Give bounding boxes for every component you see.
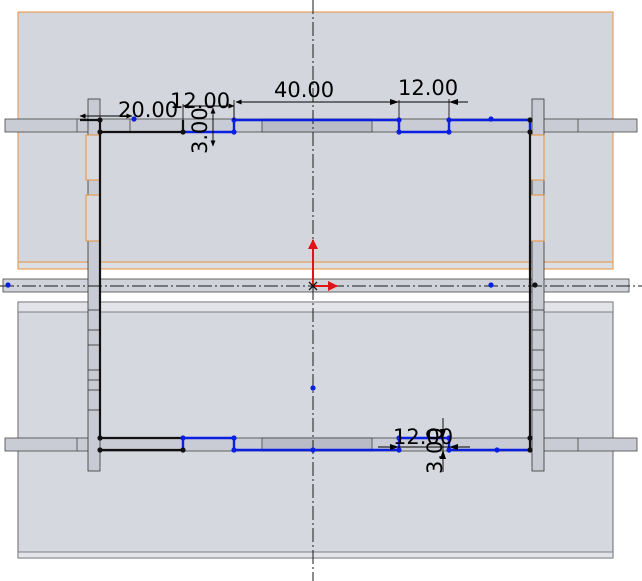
dimension-top-left-slot-width-text[interactable]: 12.00 bbox=[170, 89, 230, 113]
upper-panel-face[interactable] bbox=[17, 11, 614, 270]
dimension-bottom-right-slot-depth-text[interactable]: 3.00 bbox=[423, 427, 447, 474]
lower-panel-top-strip bbox=[17, 301, 614, 313]
bottom-rail[interactable] bbox=[4, 437, 638, 452]
lower-panel-face[interactable] bbox=[17, 301, 614, 559]
top-rail[interactable] bbox=[4, 118, 638, 133]
dimension-top-slot-spacing-text[interactable]: 40.00 bbox=[274, 78, 334, 102]
dimension-bottom-right-slot-depth[interactable]: 3.00 bbox=[423, 418, 447, 474]
dimension-top-right-slot-width[interactable]: 12.00 bbox=[378, 76, 468, 118]
dimension-top-left-slot-depth[interactable]: 3.00 bbox=[188, 107, 216, 154]
lower-panel-bottom-strip bbox=[17, 551, 614, 559]
upper-panel-bottom-strip bbox=[17, 261, 614, 270]
dimension-top-slot-spacing[interactable]: 40.00 bbox=[233, 78, 400, 118]
left-post[interactable] bbox=[85, 98, 101, 472]
dimension-top-left-slot-depth-text[interactable]: 3.00 bbox=[188, 107, 212, 154]
dimension-top-left-offset-text[interactable]: 20.00 bbox=[118, 98, 178, 122]
dimension-top-left-offset[interactable]: 20.00 bbox=[79, 98, 178, 122]
sketch-points[interactable] bbox=[5, 116, 538, 453]
origin-triad-icon[interactable] bbox=[308, 239, 338, 291]
dimension-top-left-slot-width[interactable]: 12.00 bbox=[170, 89, 235, 120]
dimension-top-right-slot-width-text[interactable]: 12.00 bbox=[398, 76, 458, 100]
